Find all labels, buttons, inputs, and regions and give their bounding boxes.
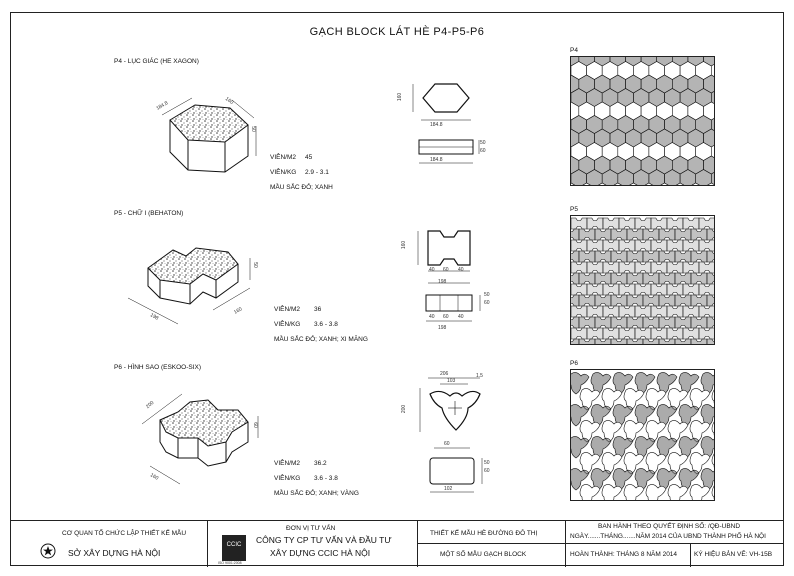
p6-plan-w: 206 (440, 371, 449, 377)
p4-color-label: MẦU SẮC ĐỎ; XANH (270, 184, 333, 191)
p5-plan-view (417, 230, 481, 322)
p4-spec-m2-value: 45 (305, 154, 313, 161)
p5-heading: P5 - CHỮ I (BEHATON) (114, 210, 184, 217)
issued-line-2: NGÀY.......THÁNG.......NĂM 2014 CỦA UBND… (570, 533, 766, 540)
design-label: THIẾT KẾ MẪU HÈ ĐƯỜNG ĐÔ THỊ (430, 530, 538, 537)
p6-spec-kg-label: VIÊN/KG (274, 475, 301, 482)
p5-side-w: 198 (438, 325, 447, 331)
p4-dim-h: 50 (249, 126, 256, 132)
title-block-approval: BAN HÀNH THEO QUYẾT ĐỊNH SỐ: /QĐ-UBND NG… (566, 521, 784, 567)
p4-pattern-panel (570, 56, 715, 186)
org-label: CƠ QUAN TỔ CHỨC LẬP THIẾT KẾ MẪU (62, 530, 187, 537)
ccic-logo: CCIC (222, 535, 246, 561)
p6-side-t2: 60 (484, 468, 490, 474)
design-divider (418, 543, 566, 544)
approval-divider (566, 543, 784, 544)
p4-spec-kg-value: 2.9 - 3.1 (305, 169, 329, 176)
issued-line-1: BAN HÀNH THEO QUYẾT ĐỊNH SỐ: /QĐ-UBND (598, 523, 741, 530)
p5-side-seg-3: 40 (458, 314, 464, 320)
p5-side-t2: 60 (484, 300, 490, 306)
p4-plan-h: 160 (397, 92, 404, 102)
ccic-iso: ISO 9001:2008 (218, 561, 242, 565)
p5-panel-label: P5 (570, 206, 578, 213)
p6-side-w: 60 (444, 441, 450, 447)
sheet-number: KÝ HIỆU BẢN VẼ: VH-15B (694, 551, 773, 558)
design-sub: MỘT SỐ MẪU GẠCH BLOCK (440, 551, 527, 558)
p6-side-w2: 102 (444, 486, 453, 492)
ccic-logo-text: CCIC (226, 542, 242, 548)
p6-color-label: MẦU SẮC ĐỎ; XANH; VÀNG (274, 490, 359, 497)
p4-plan-view (412, 83, 480, 164)
org-name: SỞ XÂY DỰNG HÀ NỘI (68, 548, 161, 558)
p5-plan-w: 198 (438, 279, 447, 285)
title-block-consultant: ĐƠN VỊ TƯ VẤN CCIC ISO 9001:2008 CÔNG TY… (208, 521, 418, 567)
p4-spec-m2-label: VIÊN/M2 (270, 154, 297, 161)
p5-dim-h: 50 (251, 262, 258, 268)
hanoi-emblem-icon (40, 543, 56, 559)
p4-side-t2: 60 (480, 148, 486, 154)
title-block: CƠ QUAN TỔ CHỨC LẬP THIẾT KẾ MẪU SỞ XÂY … (10, 520, 784, 567)
p5-pattern-panel (570, 215, 715, 345)
p5-plan-h: 160 (401, 240, 408, 250)
approval-split (690, 543, 691, 567)
drawing-title: GẠCH BLOCK LÁT HÈ P4-P5-P6 (309, 26, 485, 38)
p5-spec-kg-label: VIÊN/KG (274, 321, 301, 328)
p6-star-pattern (571, 372, 714, 500)
p4-side-t1: 50 (480, 140, 486, 146)
consult-name-1: CÔNG TY CP TƯ VẤN VÀ ĐẦU TƯ (256, 535, 392, 545)
consult-label: ĐƠN VỊ TƯ VẤN (286, 525, 336, 532)
p6-panel-label: P6 (570, 360, 578, 367)
p4-heading: P4 - LỤC GIÁC (HE XAGON) (114, 58, 199, 65)
p6-side-t1: 50 (484, 460, 490, 466)
p5-plan-seg-1: 40 (429, 267, 435, 273)
p5-behaton-pattern (571, 217, 714, 344)
p6-plan-r: 1.5 (476, 373, 483, 379)
title-block-organization: CƠ QUAN TỔ CHỨC LẬP THIẾT KẾ MẪU SỞ XÂY … (10, 521, 208, 567)
p4-plan-w: 184.8 (430, 122, 443, 128)
p5-spec-m2-label: VIÊN/M2 (274, 306, 301, 313)
p5-spec-kg-value: 3.6 - 3.8 (314, 321, 338, 328)
p5-side-seg-1: 40 (429, 314, 435, 320)
drawing-frame (10, 12, 784, 566)
p5-plan-seg-2: 60 (443, 267, 449, 273)
p5-side-t1: 50 (484, 292, 490, 298)
p6-pattern-panel (570, 369, 715, 501)
p6-spec-m2-value: 36.2 (314, 460, 327, 467)
title-block-design: THIẾT KẾ MẪU HÈ ĐƯỜNG ĐÔ THỊ MỘT SỐ MẪU … (418, 521, 566, 567)
p4-hexagon-pattern (571, 57, 714, 185)
p6-plan-view (419, 377, 483, 493)
p6-spec-m2-label: VIÊN/M2 (274, 460, 301, 467)
p4-spec-kg-label: VIÊN/KG (270, 169, 297, 176)
p6-plan-w2: 103 (447, 378, 456, 384)
p6-dim-h: 60 (251, 422, 258, 428)
p5-color-label: MẦU SẮC ĐỎ; XANH; XI MĂNG (274, 336, 368, 343)
p4-isometric-drawing (161, 97, 257, 173)
p6-isometric-drawing (141, 393, 259, 485)
p5-isometric-drawing (127, 247, 251, 325)
p6-plan-h: 200 (401, 404, 408, 414)
complete-date: HOÀN THÀNH: THÁNG 8 NĂM 2014 (570, 551, 678, 558)
p6-heading: P6 - HÌNH SAO (ESKOO-SIX) (114, 364, 202, 371)
p4-panel-label: P4 (570, 47, 578, 54)
p6-spec-kg-value: 3.6 - 3.8 (314, 475, 338, 482)
p5-spec-m2-value: 36 (314, 306, 322, 313)
p5-side-seg-2: 60 (443, 314, 449, 320)
p5-plan-seg-3: 40 (458, 267, 464, 273)
p4-side-w: 184.8 (430, 157, 443, 163)
consult-name-2: XÂY DỰNG CCIC HÀ NỘI (270, 548, 371, 558)
